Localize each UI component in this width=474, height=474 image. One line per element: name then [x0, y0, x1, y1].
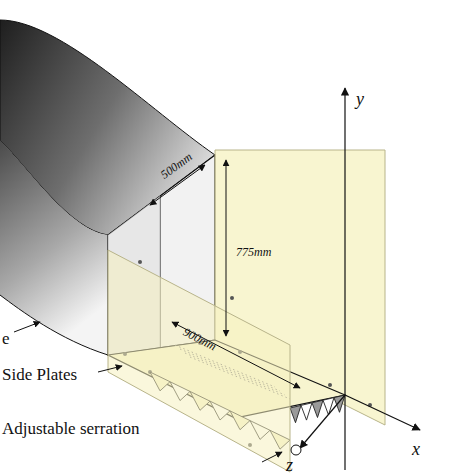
- serration-tooth: [301, 403, 312, 420]
- leader-line: [262, 452, 282, 462]
- front-side-plate: [108, 250, 290, 472]
- nozzle-edge: [0, 295, 108, 355]
- axis-label: x: [412, 440, 420, 458]
- leader-line: [98, 366, 122, 372]
- leader-line: [14, 322, 40, 332]
- part-label: e: [2, 330, 10, 347]
- pivot: [291, 445, 301, 455]
- nozzle-side-surface: [0, 140, 108, 355]
- y-axis: [344, 88, 345, 470]
- serration-tooth: [323, 398, 334, 415]
- axis-label: y: [356, 90, 364, 108]
- part-label: Side Plates: [2, 366, 77, 383]
- dimension-line: [172, 322, 300, 388]
- serration-tooth: [312, 400, 323, 417]
- x-axis: [345, 395, 420, 430]
- serration-tooth: [290, 405, 301, 422]
- dimension-line: [226, 160, 227, 336]
- axis-label: z: [286, 456, 293, 474]
- z-axis: [300, 395, 345, 448]
- dimension-label: 775mm: [236, 246, 271, 258]
- part-label: Adjustable serration: [2, 420, 139, 437]
